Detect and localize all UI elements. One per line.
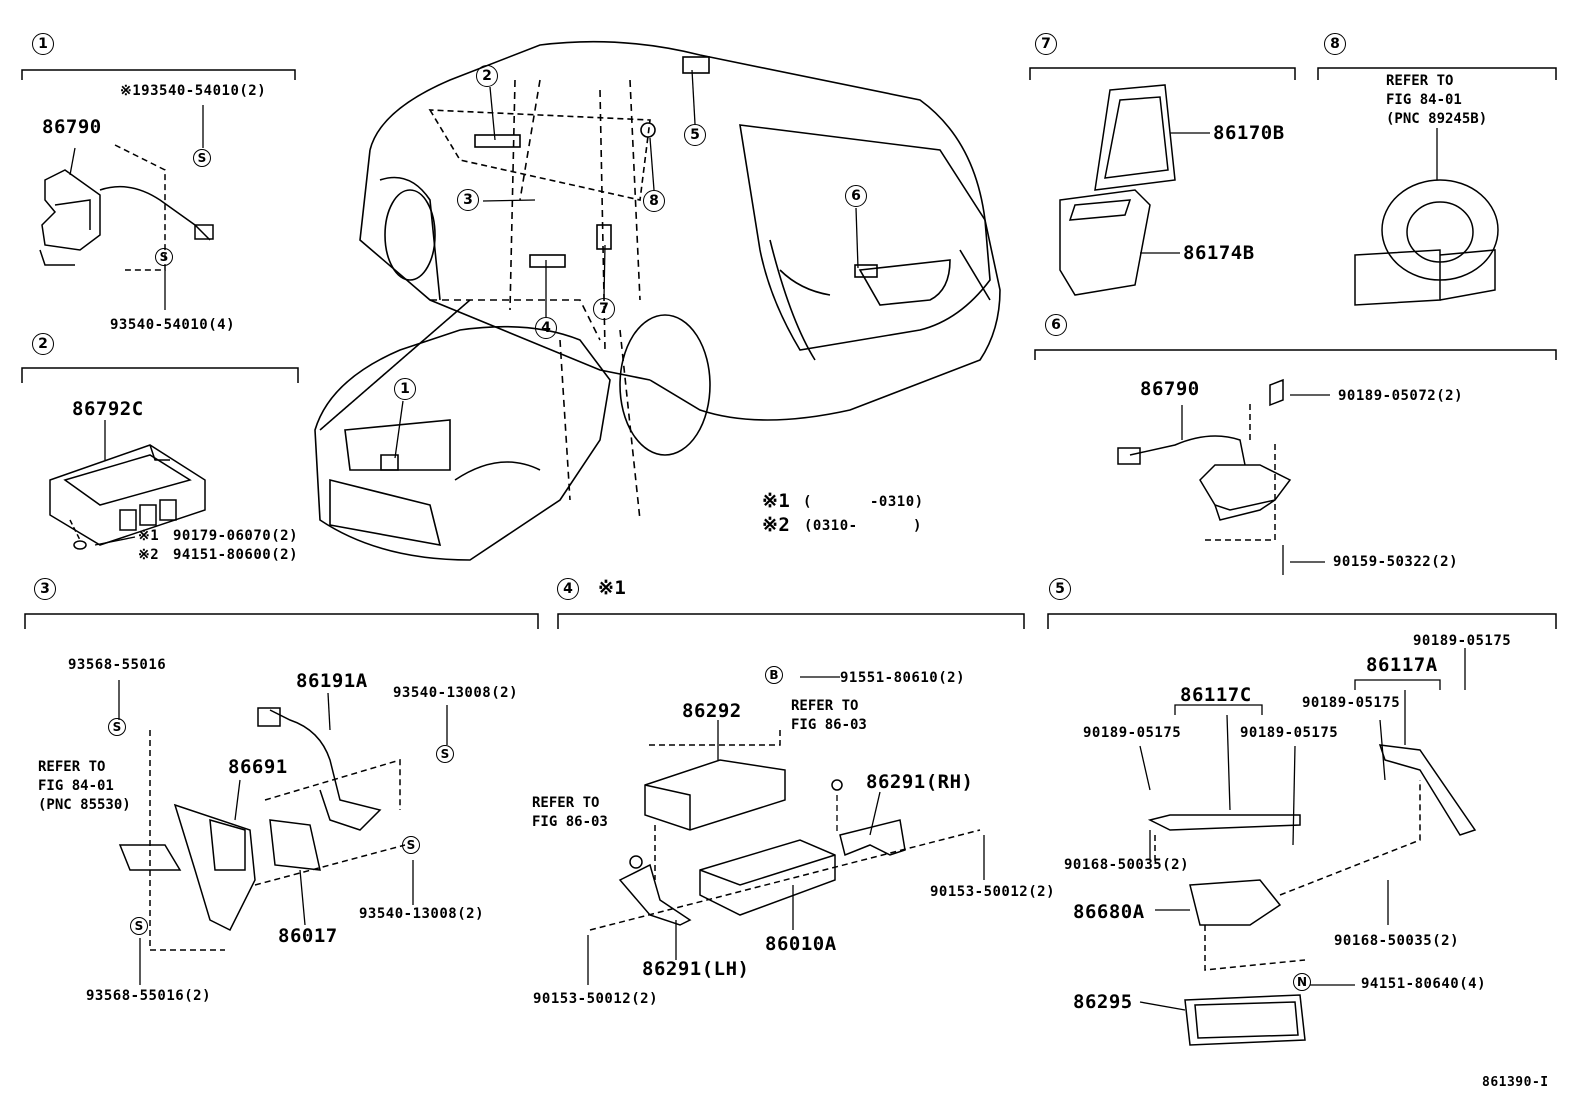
s4-part-drawing [589,730,981,931]
legend-2-range: (0310- [804,518,858,534]
section-5-bracket [1047,613,1557,629]
legend-1-open: ( [803,494,812,510]
s4-p3-label: 86291(RH) [866,771,974,793]
legend-1-mark: ※1 [762,490,791,512]
s5-p6-label: 90189-05175 [1240,725,1339,741]
vehicle-callout-1: 1 [394,378,416,400]
s6-p3-label: 90159-50322(2) [1333,554,1459,570]
section-4-bracket [557,613,1025,629]
vehicle-callout-7: 7 [593,298,615,320]
diagram-id: 861390-I [1482,1075,1549,1090]
s6-p1-label: 86790 [1140,378,1200,400]
section-6-number: 6 [1045,314,1067,336]
s4-p7-label: 90153-50012(2) [533,991,659,1007]
s8-reference-note: REFER TO FIG 84-01 (PNC 89245B) [1386,73,1488,127]
s2-part-label: 86792C [72,398,144,420]
s2-bolt1-mark: ※1 [138,528,160,544]
s1-s-marker-top: S [193,149,211,167]
legend-1-range: -0310) [870,494,924,510]
s4-reference-note-1: REFER TO FIG 86-03 [791,698,867,733]
s5-n-marker: N [1293,973,1311,991]
s5-p11-label: 86295 [1073,991,1133,1013]
s3-p3-label: 93540-13008(2) [393,685,519,701]
s7-p2-label: 86174B [1183,242,1255,264]
s4-reference-note-2: REFER TO FIG 86-03 [532,795,608,830]
vehicle-callout-2: 2 [476,65,498,87]
s3-s-marker-4: S [130,917,148,935]
s7-part-drawing [1059,84,1176,296]
section-3-bracket [24,613,539,629]
s4-p2-label: 86292 [682,700,742,722]
s1-part-drawing [39,144,214,271]
s5-p2-label: 86117A [1366,654,1438,676]
s3-p6-label: 86017 [278,925,338,947]
s5-p3-label: 86117C [1180,684,1252,706]
section-5-number: 5 [1049,578,1071,600]
s4-b-marker: B [765,666,783,684]
section-1-number: 1 [32,33,54,55]
s5-p5-label: 90189-05175 [1083,725,1182,741]
s1-s-marker-bottom: S [155,248,173,266]
s4-p6-label: 86010A [765,933,837,955]
s4-p1-label: 91551-80610(2) [840,670,966,686]
legend-2-close: ) [913,518,922,534]
s7-p1-label: 86170B [1213,122,1285,144]
s5-p10-label: 94151-80640(4) [1361,976,1487,992]
s3-s-marker-3: S [402,836,420,854]
vehicle-callout-4: 4 [535,317,557,339]
section-8-number: 8 [1324,33,1346,55]
s3-part-drawing [118,707,406,951]
section-2-bracket [21,367,299,383]
s5-part-drawing [1147,744,1477,1046]
vehicle-callout-8: 8 [643,190,665,212]
section-3-number: 3 [34,578,56,600]
s3-s-marker-1: S [108,718,126,736]
s3-p4-label: 86691 [228,756,288,778]
s4-p5-label: 86291(LH) [642,958,750,980]
s5-p7-label: 90168-50035(2) [1064,857,1190,873]
vehicle-illustration [314,40,1001,561]
vehicle-callout-6: 6 [845,185,867,207]
s6-part-drawing [1117,378,1292,541]
s5-p9-label: 90168-50035(2) [1334,933,1460,949]
section-6-bracket [1034,349,1557,360]
s2-part-drawing [49,444,206,550]
s4-p4-label: 90153-50012(2) [930,884,1056,900]
s6-p2-label: 90189-05072(2) [1338,388,1464,404]
legend-2-mark: ※2 [762,514,791,536]
s2-bolt2-mark: ※2 [138,547,160,563]
section-8-bracket [1317,67,1557,80]
s5-p4-label: 90189-05175 [1302,695,1401,711]
s2-bolt2-label: 94151-80600(2) [173,547,299,563]
s5-p1-label: 90189-05175 [1413,633,1512,649]
s3-p7-label: 93568-55016(2) [86,988,212,1004]
s5-p8-label: 86680A [1073,901,1145,923]
section-7-bracket [1029,67,1296,80]
s1-bolt-top-label: ※193540-54010(2) [120,83,267,99]
s1-part-label: 86790 [42,116,102,138]
section-1-bracket [21,69,296,80]
vehicle-callout-3: 3 [457,189,479,211]
s8-part-drawing [1354,179,1499,306]
s1-bolt-bottom-label: 93540-54010(4) [110,317,236,333]
s2-bolt1-label: 90179-06070(2) [173,528,299,544]
s3-reference-note: REFER TO FIG 84-01 (PNC 85530) [38,759,131,813]
section-2-number: 2 [32,333,54,355]
s3-p1-label: 93568-55016 [68,657,167,673]
s3-p2-label: 86191A [296,670,368,692]
section-4-number: 4 [557,578,579,600]
section-4-note: ※1 [598,577,627,599]
s3-s-marker-2: S [436,745,454,763]
s3-p5-label: 93540-13008(2) [359,906,485,922]
vehicle-callout-5: 5 [684,124,706,146]
section-7-number: 7 [1035,33,1057,55]
